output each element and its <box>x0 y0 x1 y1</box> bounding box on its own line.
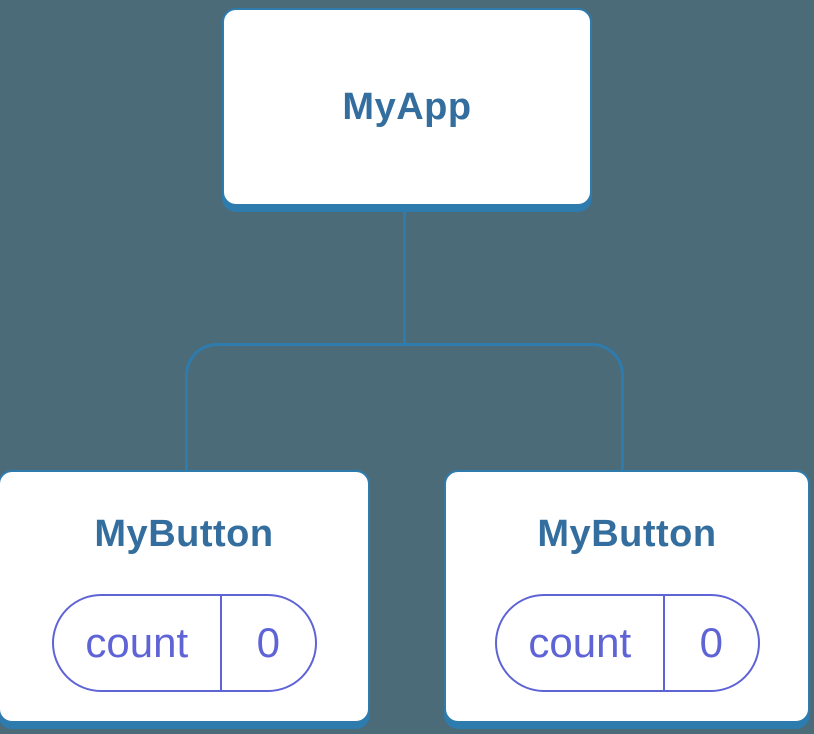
state-pill: count 0 <box>51 594 317 692</box>
state-pill: count 0 <box>494 594 760 692</box>
component-node-mybutton-2: MyButton count 0 <box>444 470 810 723</box>
connector-root-stem <box>403 206 406 346</box>
state-value: 0 <box>220 596 315 690</box>
connector-children-bracket <box>185 343 624 470</box>
component-node-mybutton-1: MyButton count 0 <box>0 470 370 723</box>
component-label: MyApp <box>342 85 472 128</box>
state-key-label: count <box>85 619 189 666</box>
component-label: MyButton <box>94 513 274 555</box>
component-label: MyButton <box>537 513 717 555</box>
state-key-label: count <box>528 619 632 666</box>
state-value: 0 <box>663 596 758 690</box>
component-node-myapp: MyApp <box>222 8 592 206</box>
